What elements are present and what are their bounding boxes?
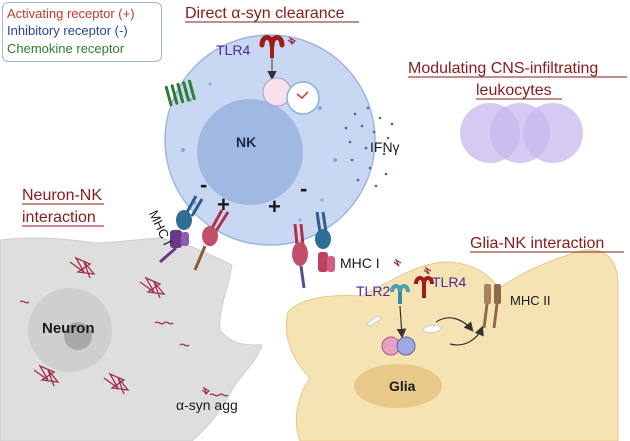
label-neuron: Neuron <box>42 320 95 337</box>
label-tlr4-glia: TLR4 <box>432 274 466 290</box>
asyn-aggregates-neuron <box>19 256 229 397</box>
nk-inhibitory-receptor-left <box>176 195 204 230</box>
label-tlr4-top: TLR4 <box>216 42 250 58</box>
label-mhc-i-right: MHC I <box>340 255 380 271</box>
tlr4-glia-receptor <box>414 276 434 298</box>
title-modulating-line2: leukocytes <box>476 82 552 99</box>
title-neuron-nk-line2: interaction <box>22 209 96 226</box>
title-direct-clearance: Direct α-syn clearance <box>185 5 345 22</box>
tlr4-top-receptor <box>259 35 285 81</box>
nk-nucleus <box>197 99 303 205</box>
legend-inhibitory: Inhibitory receptor (-) <box>7 23 128 38</box>
nk-inhibitory-receptor-right <box>315 211 331 249</box>
mhc-ii-receptor <box>482 284 501 329</box>
label-glia: Glia <box>389 378 416 394</box>
sign-minus-right: - <box>300 176 307 201</box>
title-glia-nk: Glia-NK interaction <box>470 235 604 252</box>
sign-plus-left: + <box>217 192 230 217</box>
label-tlr2: TLR2 <box>356 283 390 299</box>
tlr2-receptor <box>390 284 410 304</box>
glia-nucleus <box>354 364 442 408</box>
asyn-aggregates-small <box>201 36 432 395</box>
title-neuron-nk-line1: Neuron-NK <box>22 187 102 204</box>
legend-activating: Activating receptor (+) <box>7 6 135 21</box>
glia-mhc-i-right <box>318 252 335 272</box>
label-asyn-agg: α-syn agg <box>176 397 238 413</box>
glia-vesicles <box>365 305 484 356</box>
leukocytes <box>460 103 583 163</box>
nk-activating-receptor-left <box>193 209 230 271</box>
nk-granules <box>181 82 337 222</box>
label-ifng: IFNγ <box>370 139 400 155</box>
ifng-particles <box>344 106 394 188</box>
neuron-mhc-i-left <box>159 230 189 264</box>
sign-minus-left: - <box>200 172 207 197</box>
chemokine-receptor <box>164 79 196 107</box>
neuron-nucleolus <box>64 322 92 350</box>
label-mhc-ii: MHC II <box>510 293 550 308</box>
legend-chemokine: Chemokine receptor <box>7 41 125 56</box>
sign-plus-right: + <box>268 194 281 219</box>
legend: Activating receptor (+) Inhibitory recep… <box>2 2 162 62</box>
nk-activating-receptor-right <box>292 223 308 289</box>
title-modulating-line1: Modulating CNS-infiltrating <box>408 60 598 77</box>
label-nk: NK <box>236 134 256 150</box>
